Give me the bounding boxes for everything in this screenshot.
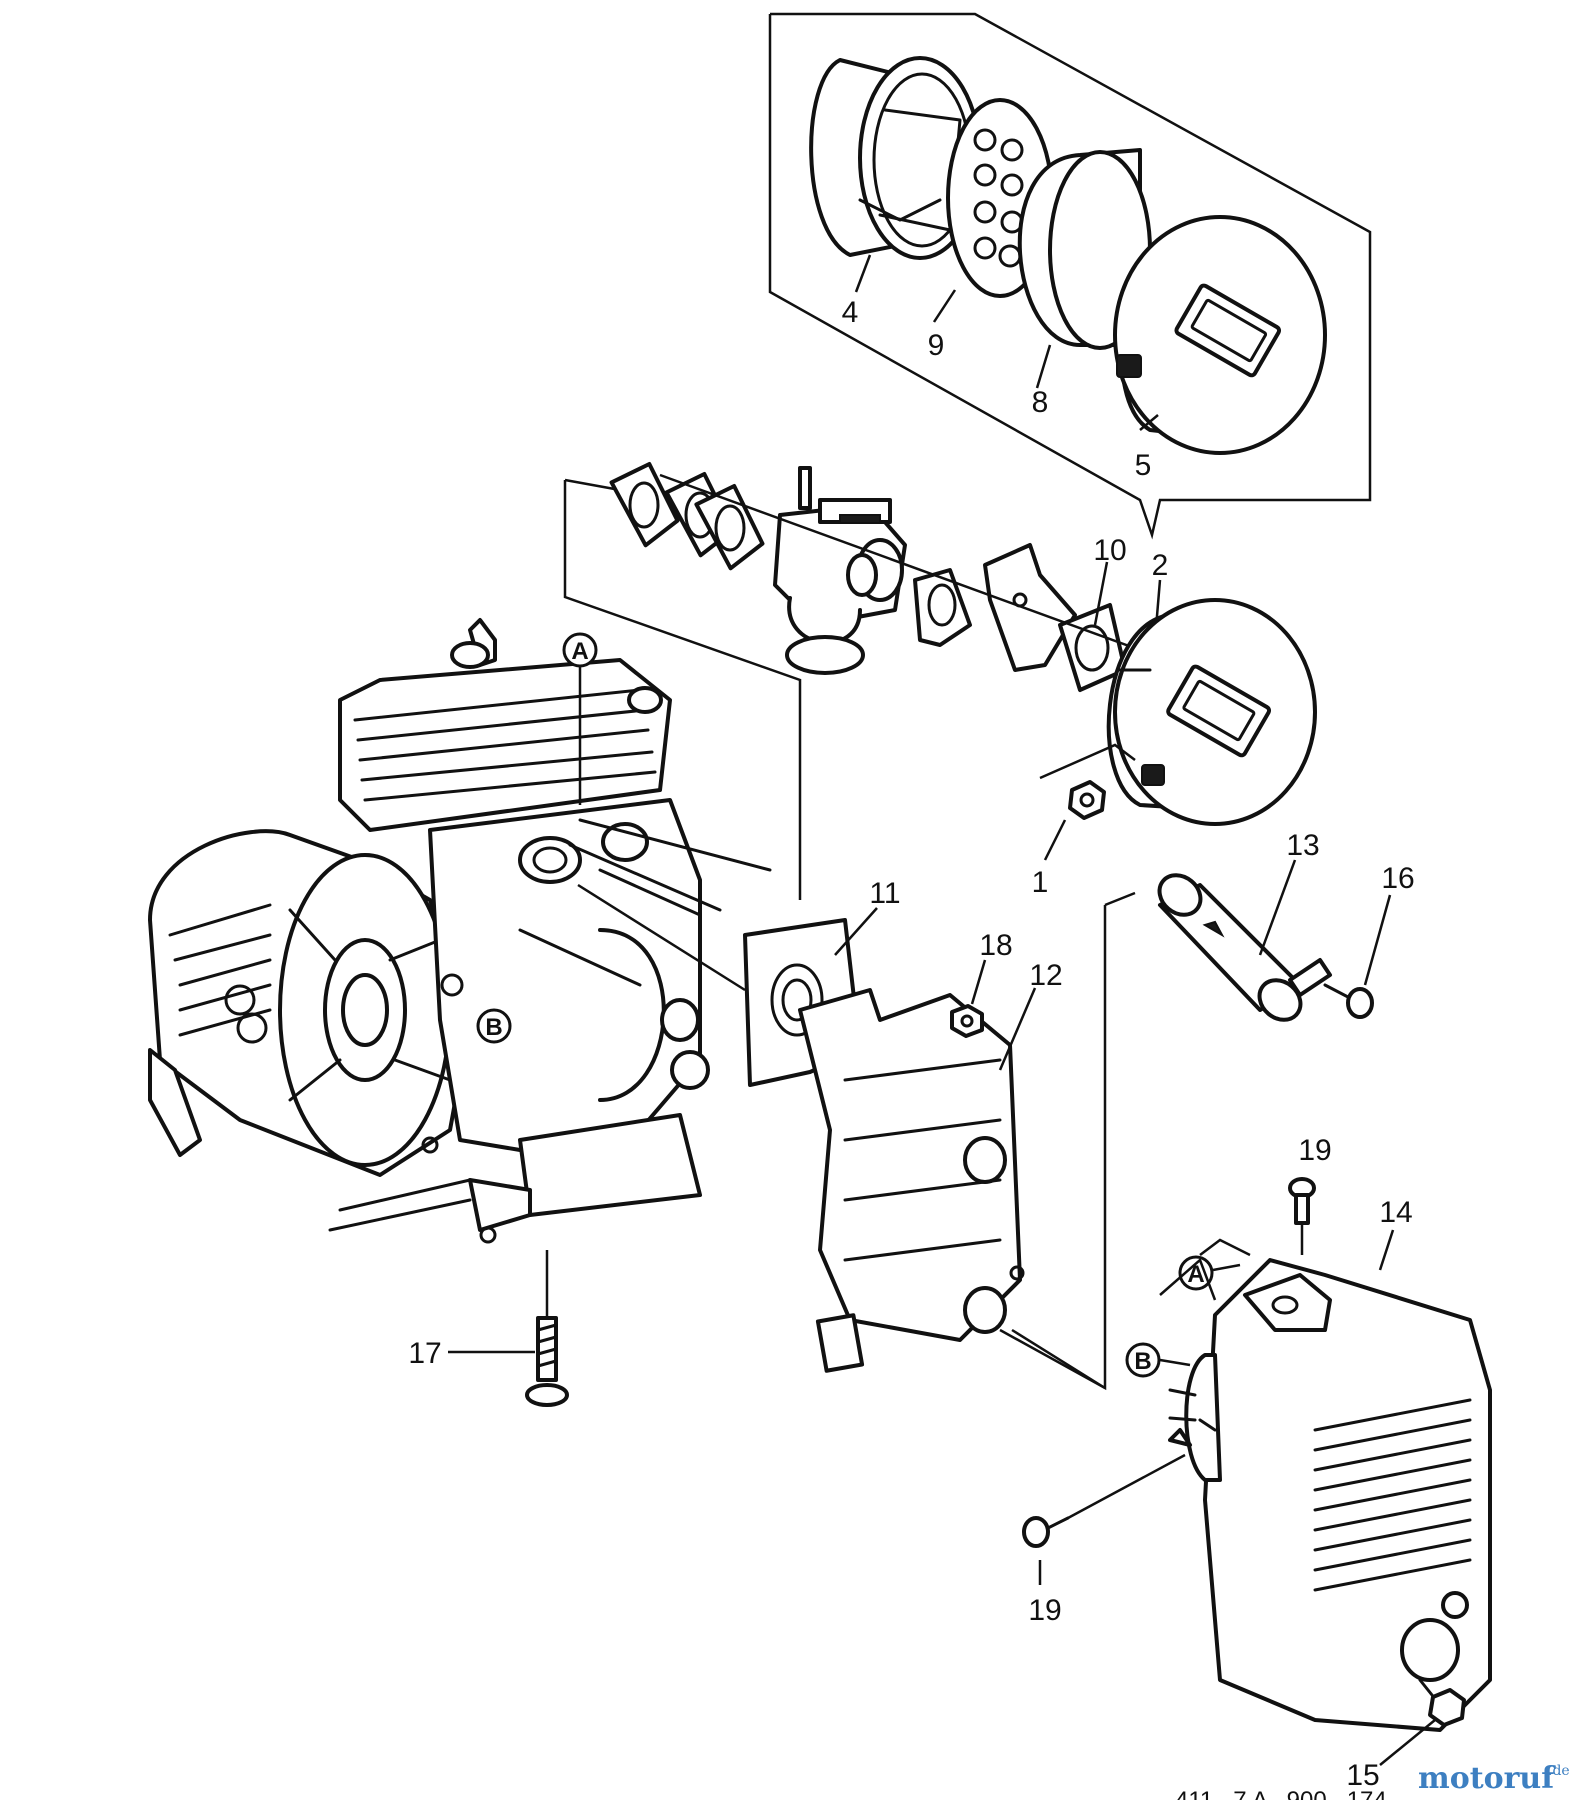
screw-16 [1323, 983, 1374, 1019]
callout-5: 5 [1135, 449, 1152, 482]
callout-14: 14 [1379, 1196, 1412, 1229]
bolt-17 [525, 1316, 569, 1407]
callout-1: 1 [1032, 866, 1049, 899]
engine-block [148, 618, 772, 1244]
ref-b-cover [1125, 1342, 1161, 1378]
muffler [798, 988, 1025, 1373]
callout-18: 18 [979, 929, 1012, 962]
air-cleaner-cover [1113, 215, 1327, 455]
spark-arrestor [1157, 873, 1332, 1022]
carburetor-gaskets [609, 461, 765, 571]
callout-16: 16 [1381, 862, 1414, 895]
air-cleaner-assembly [1106, 598, 1317, 826]
svg-text:motoruf: motoruf [1418, 1761, 1556, 1796]
bolt-19-top [1288, 1177, 1316, 1225]
callout-10: 10 [1093, 534, 1126, 567]
callout-15: 15 [1346, 1759, 1379, 1792]
ref-a-engine [562, 632, 598, 668]
carburetor-frame [563, 480, 802, 900]
bolt-19-lower [1022, 1516, 1070, 1548]
footer-catalog-code: 411 . 7 A . 900 . 174 [1175, 1787, 1387, 1800]
muffler-cover [1168, 1258, 1492, 1732]
callout-12: 12 [1029, 959, 1062, 992]
ref-a-engine-label: A [571, 638, 588, 665]
callout-9: 9 [928, 329, 945, 362]
carburetor-outer-gasket [913, 568, 972, 647]
callout-19-top: 19 [1298, 1134, 1331, 1167]
callout-17: 17 [408, 1337, 441, 1370]
callout-19-lower: 19 [1028, 1594, 1061, 1627]
callout-8: 8 [1032, 386, 1049, 419]
ref-a-cover [1178, 1255, 1214, 1291]
callout-13: 13 [1286, 829, 1319, 862]
callout-2: 2 [1152, 549, 1169, 582]
watermark-logo: motoruf .de [1418, 1761, 1570, 1796]
air-cleaner-frame [768, 12, 1372, 540]
callout-11: 11 [869, 877, 900, 910]
breather-bracket [983, 543, 1077, 672]
carburetor [773, 466, 907, 675]
ref-b-engine [476, 1008, 512, 1044]
ref-b-engine-label: B [485, 1014, 502, 1041]
nut-18 [950, 1004, 984, 1038]
nut-1 [1068, 780, 1106, 820]
ref-b-cover-label: B [1134, 1348, 1151, 1375]
callout-4: 4 [842, 296, 859, 329]
bolt-15 [1418, 1678, 1466, 1727]
svg-text:.de: .de [1548, 1763, 1570, 1779]
